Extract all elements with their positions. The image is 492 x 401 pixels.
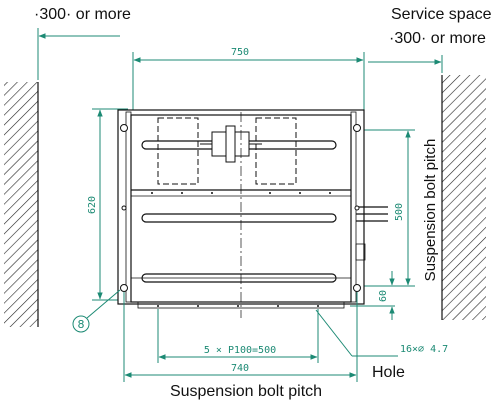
hole-spec-label: 16×∅ 4.7: [400, 344, 448, 355]
suspension-bolt-pitch-bottom-label: Suspension bolt pitch: [170, 383, 322, 400]
left-clearance-dimension: [37, 28, 120, 80]
part-callout: [72, 289, 121, 333]
bolt-pitch-740-dimension: [123, 292, 358, 382]
hole-pitch-label: 5 × P100=500: [204, 345, 276, 356]
left-wall: [4, 82, 39, 327]
dimension-500-label: 500: [394, 203, 405, 221]
left-clearance-label: ·300· or more: [34, 6, 131, 23]
center-motor: [200, 125, 262, 163]
width-750-dimension: [132, 52, 365, 110]
service-space-title: Service space: [391, 6, 492, 23]
dimension-60-label: 60: [378, 290, 389, 302]
dimension-750-label: 750: [231, 47, 249, 58]
dimension-620-label: 620: [87, 196, 98, 214]
fan-boxes: [157, 117, 297, 185]
bolt-pitch-500-dimension: [356, 129, 415, 287]
part-number-label: 8: [78, 318, 85, 331]
hole-pitch-dimension: [157, 309, 319, 363]
dimension-740-label: 740: [231, 363, 249, 374]
hole-leader: [315, 309, 398, 357]
panel-dots: [151, 192, 331, 307]
right-wall: [441, 75, 486, 320]
suspension-bolt-pitch-right-label: Suspension bolt pitch: [422, 139, 439, 282]
right-clearance-dimension: [368, 55, 443, 73]
hole-label: Hole: [372, 364, 405, 381]
service-space-clearance-label: ·300· or more: [389, 30, 486, 47]
suspension-bolts: [120, 124, 361, 292]
